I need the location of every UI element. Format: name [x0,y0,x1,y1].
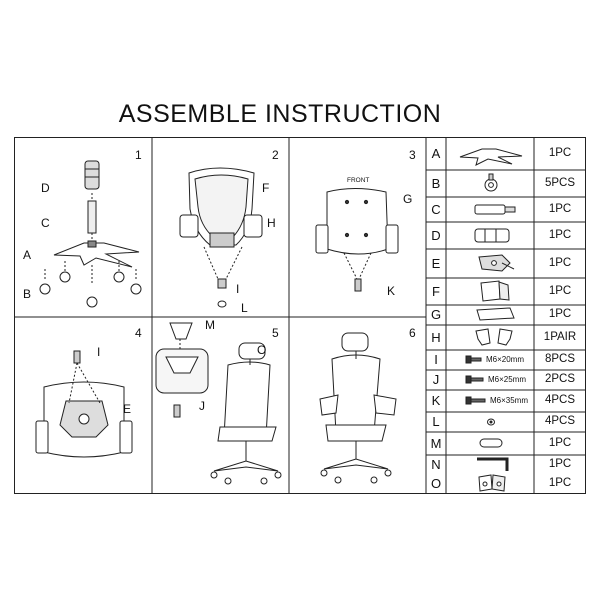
part-letter-c: C [431,202,441,217]
step5-illustration [155,322,282,485]
step4-illustration [35,350,133,458]
headrest-bracket-icon [478,474,506,492]
step-number-3: 3 [409,148,416,162]
callout-i-step4: I [97,345,101,359]
step1-illustration [39,160,142,308]
part-letter-e: E [431,256,441,271]
gas-cylinder-icon [474,204,516,215]
part-letter-d: D [431,228,441,243]
part-qty-i: 8PCS [544,353,576,365]
spec-j: M6×25mm [488,375,527,384]
part-letter-l: L [432,414,440,429]
cylinder-cover-icon [474,228,510,243]
part-qty-l: 4PCS [544,415,576,427]
step2-illustration [179,167,263,308]
part-letter-b: B [431,176,441,191]
backrest-frame-icon [480,280,510,302]
step-number-6: 6 [409,326,416,340]
part-letter-k: K [431,393,441,408]
spec-i: M6×20mm [486,355,525,364]
part-qty-k: 4PCS [544,394,576,406]
step6-illustration [319,332,397,484]
callout-a: A [23,248,32,262]
seat-mechanism-icon [478,254,515,272]
armrest-pair-icon [475,328,513,346]
callout-g: G [403,192,413,206]
callout-o: O [257,343,267,357]
caster-wheel-icon [484,173,498,192]
callout-m: M [205,318,215,332]
washer-icon [487,418,495,426]
chair-base-icon [459,148,523,166]
part-qty-a: 1PC [548,147,572,159]
sheet-frame [14,137,586,494]
part-qty-f: 1PC [548,285,572,297]
bolt-icon [465,375,484,384]
lumbar-pad-icon [479,438,503,448]
step-number-2: 2 [272,148,279,162]
part-qty-h: 1PAIR [543,331,577,343]
part-letter-m: M [430,436,442,451]
callout-j: J [199,399,205,413]
part-qty-d: 1PC [548,229,572,241]
part-qty-n: 1PC [548,458,572,470]
step-number-4: 4 [135,326,142,340]
callout-i: I [236,282,240,296]
part-letter-f: F [432,284,440,299]
part-letter-h: H [431,330,441,345]
page-title: ASSEMBLE INSTRUCTION [118,100,442,128]
part-letter-g: G [430,307,442,322]
callout-h: H [267,216,276,230]
callout-k: K [387,284,396,298]
part-qty-j: 2PCS [544,373,576,385]
bolt-icon [465,355,482,364]
step-number-1: 1 [135,148,142,162]
callout-c: C [41,216,50,230]
front-label: FRONT [347,177,370,184]
part-letter-a: A [431,146,441,161]
callout-d: D [41,181,50,195]
step3-illustration [315,188,399,292]
bolt-icon [465,396,486,405]
allen-key-icon [477,457,509,471]
part-qty-o: 1PC [548,477,572,489]
part-letter-i: I [434,352,438,367]
part-qty-m: 1PC [548,437,572,449]
callout-l: L [241,301,248,315]
part-letter-j: J [432,372,440,387]
part-letter-o: O [430,476,442,491]
callout-f: F [262,181,270,195]
part-qty-g: 1PC [548,308,572,320]
part-qty-e: 1PC [548,257,572,269]
part-letter-n: N [431,457,441,472]
callout-e: E [123,402,132,416]
step-number-5: 5 [272,326,279,340]
part-qty-c: 1PC [548,203,572,215]
part-qty-b: 5PCS [544,177,576,189]
spec-k: M6×35mm [490,396,529,405]
seat-cushion-icon [476,307,515,321]
callout-b: B [23,287,32,301]
instruction-sheet: 1 2 3 4 5 6 D C A B F H I L G K I E M O … [14,137,586,494]
